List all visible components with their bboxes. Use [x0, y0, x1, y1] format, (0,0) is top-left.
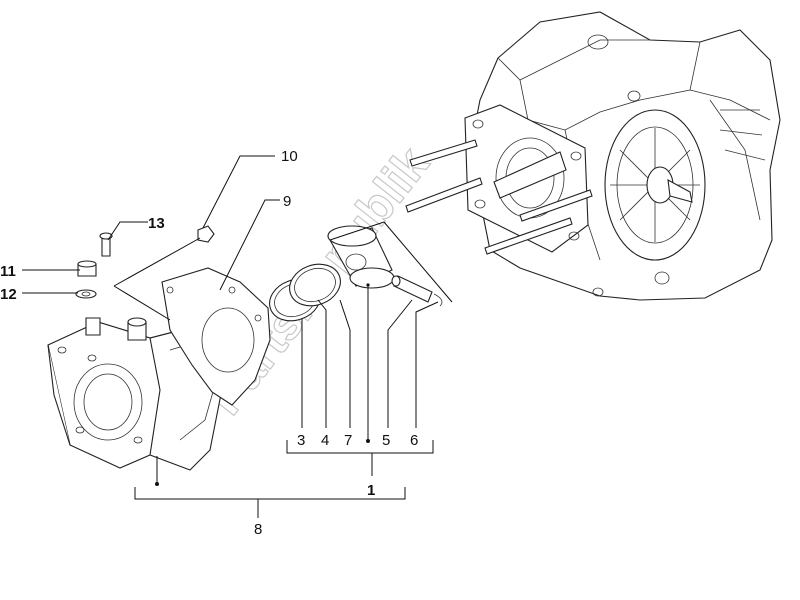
callout-10: 10 — [281, 148, 298, 165]
callout-9: 9 — [283, 193, 291, 210]
fitting-11 — [77, 260, 97, 277]
engine-crankcase — [405, 11, 781, 301]
callout-1: 1 — [367, 482, 375, 499]
screw-13 — [99, 232, 113, 257]
callout-12: 12 — [0, 286, 17, 303]
piston-rings — [269, 263, 341, 322]
point-marker — [155, 482, 159, 486]
cylinder — [47, 317, 233, 471]
callout-7: 7 — [344, 432, 352, 449]
piston — [327, 225, 395, 289]
leader-lines — [22, 155, 453, 518]
nut-10 — [197, 225, 215, 243]
circlip — [433, 293, 443, 307]
point-marker — [366, 283, 370, 287]
callout-13: 13 — [148, 215, 165, 232]
callout-11: 11 — [0, 263, 16, 280]
point-marker — [366, 439, 370, 443]
callout-4: 4 — [321, 432, 329, 449]
callout-8: 8 — [254, 521, 262, 538]
cylinder-base-gasket — [161, 267, 271, 406]
washer-12 — [75, 289, 97, 299]
piston-pin — [391, 275, 433, 303]
callout-3: 3 — [297, 432, 305, 449]
callout-5: 5 — [382, 432, 390, 449]
callout-6: 6 — [410, 432, 418, 449]
